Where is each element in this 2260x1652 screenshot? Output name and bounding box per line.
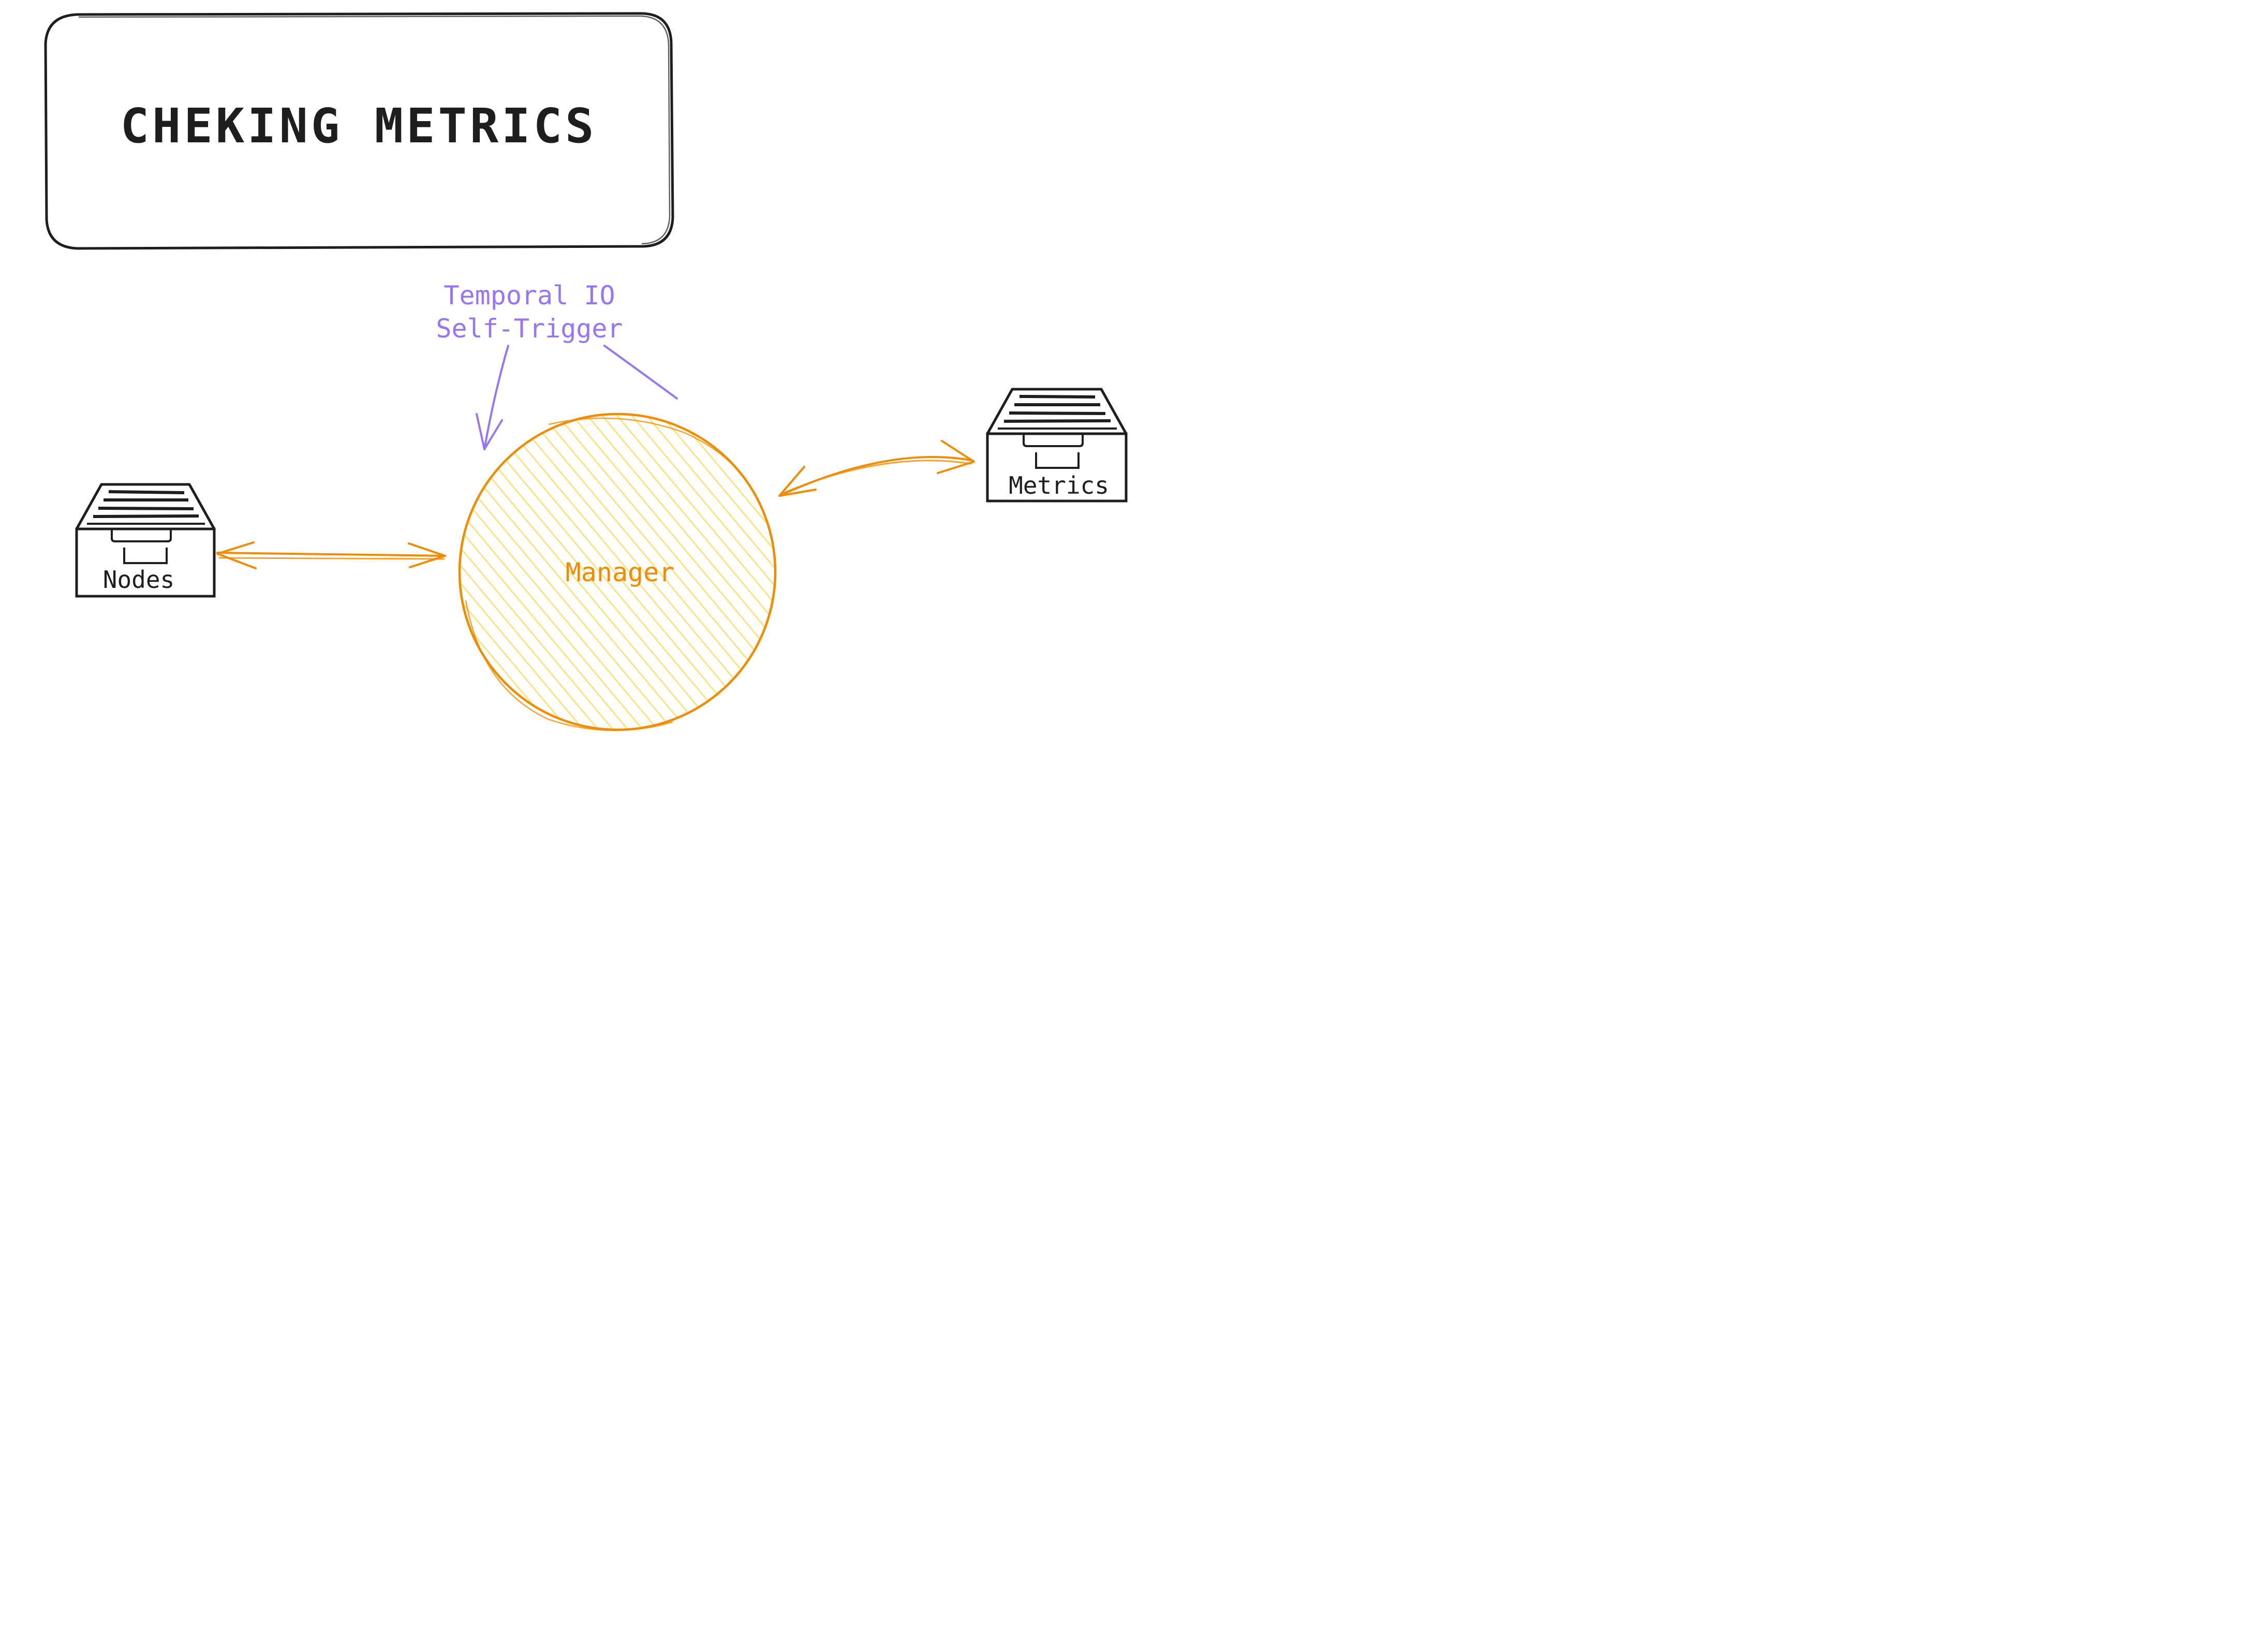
nodes-store[interactable]: Nodes [75, 483, 216, 598]
title-box[interactable]: CHEKING METRICS [44, 12, 674, 250]
manager-outline [458, 412, 777, 731]
trigger-note-line1: Temporal IO [444, 281, 615, 311]
metrics-store[interactable]: Metrics [986, 388, 1128, 503]
nodes-manager-arrow[interactable] [216, 541, 446, 569]
trigger-note: Temporal IO Self-Trigger [436, 281, 623, 344]
manager-node[interactable]: Manager [458, 412, 777, 731]
manager-metrics-arrow[interactable] [778, 440, 975, 497]
self-trigger-arrow[interactable] [476, 345, 678, 450]
nodes-store-label: Nodes [103, 566, 174, 594]
title-text: CHEKING METRICS [121, 98, 597, 154]
filing-drawer-icon [75, 483, 216, 598]
manager-fill [461, 415, 774, 729]
manager-label: Manager [566, 557, 675, 587]
trigger-note-line2: Self-Trigger [436, 314, 623, 344]
metrics-store-label: Metrics [1009, 471, 1109, 499]
filing-drawer-icon [986, 388, 1128, 503]
